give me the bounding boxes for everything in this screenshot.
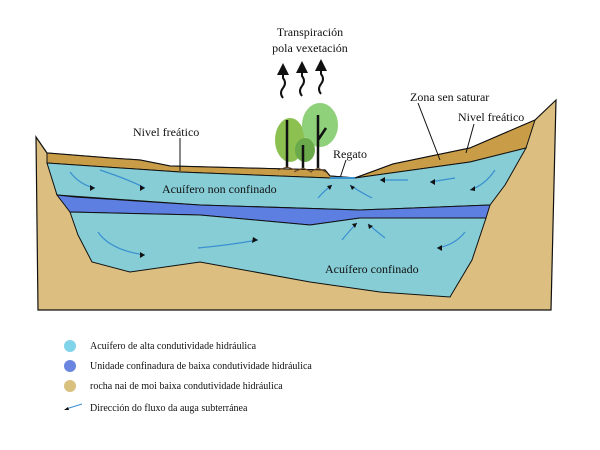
- unsaturated-zone-label: Zona sen saturar: [410, 90, 489, 104]
- legend-swatch: [64, 340, 76, 352]
- transpiration-label-2: pola vexetación: [272, 41, 348, 55]
- water-table-label-right: Nivel freático: [458, 110, 524, 124]
- legend-label: Acuífero de alta condutividade hidráulic…: [90, 341, 257, 352]
- legend-label: Unidade confinadura de baixa condutivida…: [90, 361, 312, 372]
- unconfined-aquifer-label: Acuífero non confinado: [162, 182, 277, 196]
- legend-label: Dirección do fluxo da auga subterránea: [90, 403, 248, 414]
- confined-aquifer-label: Acuífero confinado: [325, 262, 419, 276]
- legend-swatch: [64, 380, 76, 392]
- legend-label: rocha nai de moi baixa condutividade hid…: [90, 381, 283, 392]
- flow-arrow-icon: [65, 403, 83, 410]
- stream-label: Regato: [333, 147, 367, 161]
- transpiration-label: Transpiración: [277, 25, 343, 39]
- vegetation-icon: [275, 103, 338, 173]
- legend: Acuífero de alta condutividade hidráulic…: [64, 340, 312, 414]
- confined-aquifer: [69, 211, 487, 298]
- water-table-label-left: Nivel freático: [133, 125, 199, 139]
- legend-swatch: [64, 360, 76, 372]
- transpiration-arrows-icon: [277, 59, 327, 99]
